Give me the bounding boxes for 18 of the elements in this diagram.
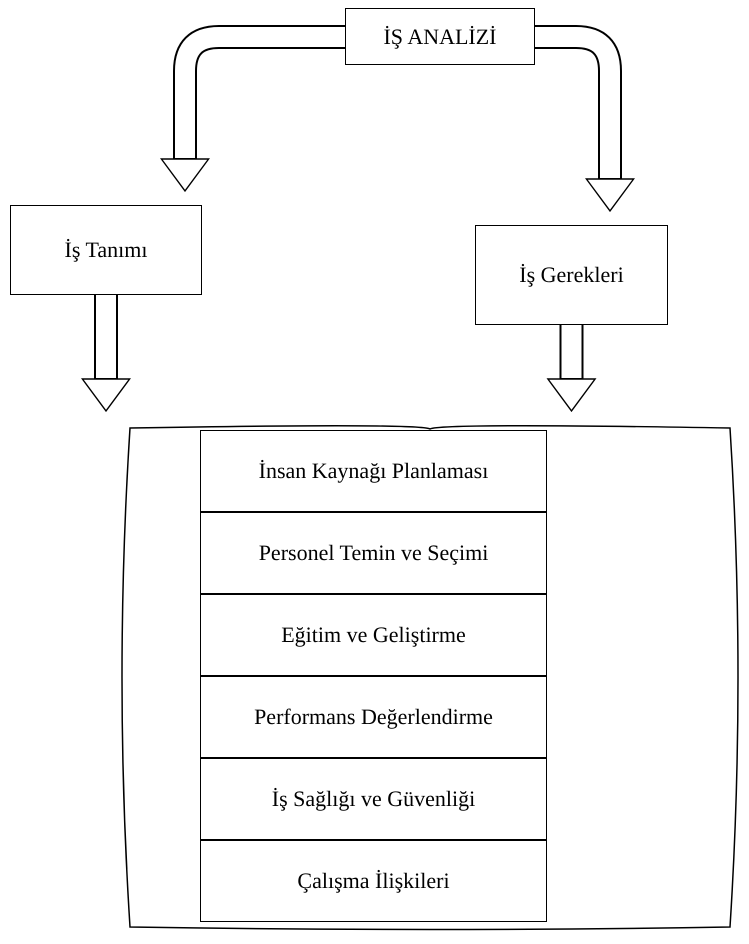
box-label: Eğitim ve Geliştirme (281, 621, 466, 649)
box-label: İş Sağlığı ve Güvenliği (272, 785, 476, 813)
box-label: Çalışma İlişkileri (297, 867, 450, 895)
process-box (200, 758, 547, 840)
box-label: İŞ ANALİZİ (383, 22, 497, 50)
process-box (200, 512, 547, 594)
box-label: İş Tanımı (64, 236, 148, 264)
box-label: İş Gerekleri (519, 261, 624, 289)
box-label: Performans Değerlendirme (254, 703, 493, 731)
process-box (200, 676, 547, 758)
box-label: İnsan Kaynağı Planlaması (258, 457, 488, 485)
process-box (345, 8, 535, 65)
process-box (200, 840, 547, 922)
process-box (10, 205, 202, 295)
process-box (200, 430, 547, 512)
process-box (200, 594, 547, 676)
process-box (475, 225, 668, 325)
box-label: Personel Temin ve Seçimi (258, 539, 488, 567)
